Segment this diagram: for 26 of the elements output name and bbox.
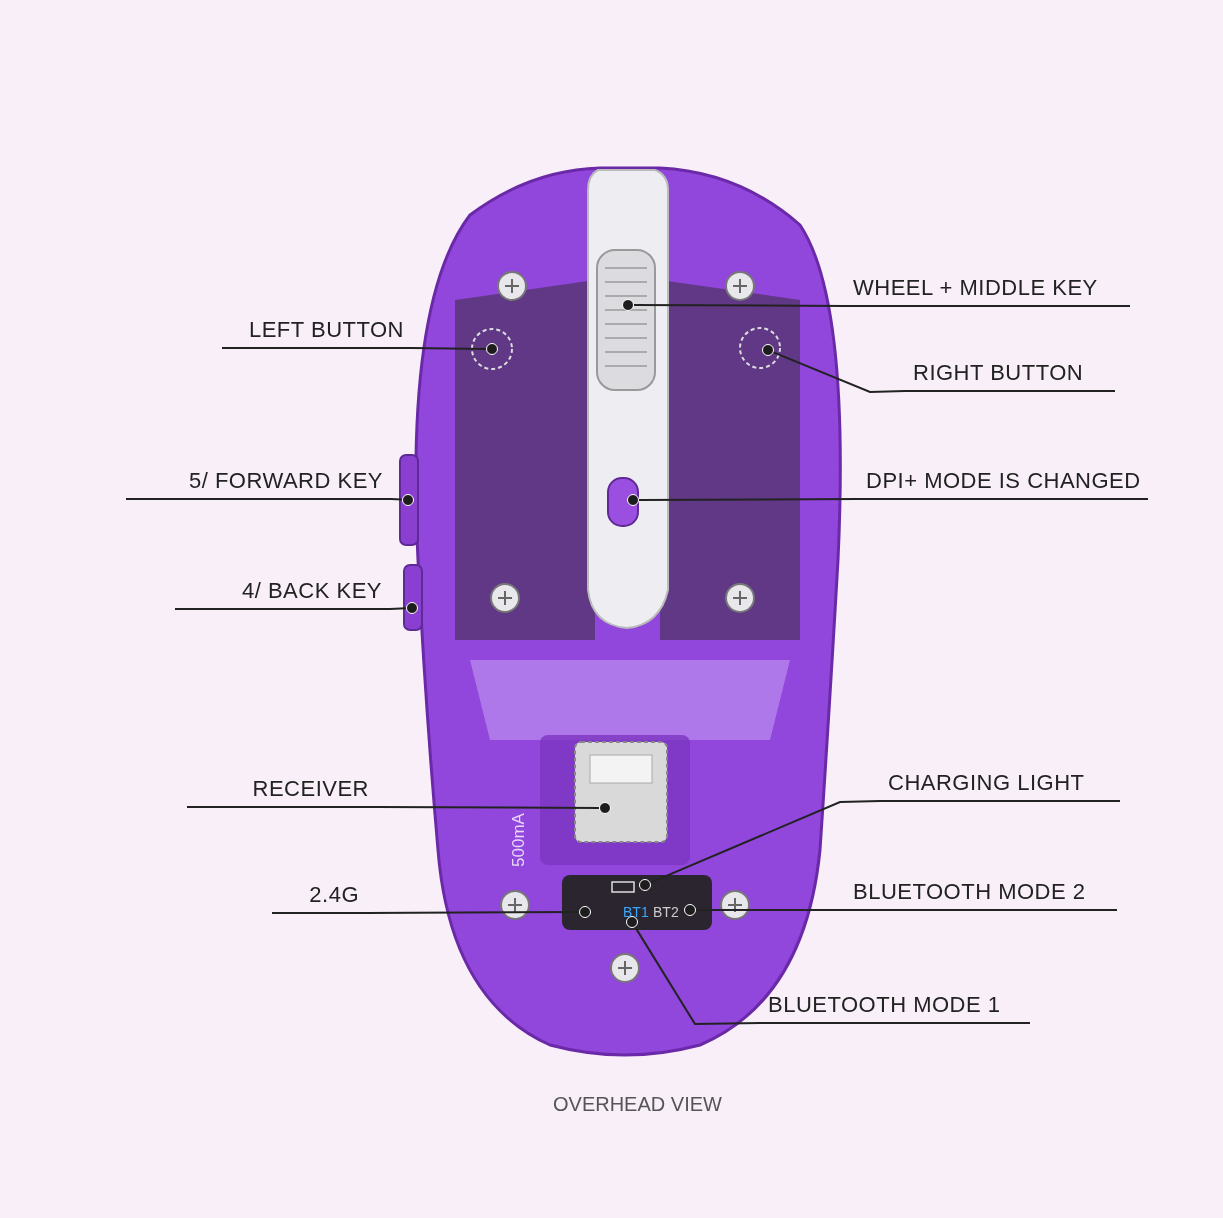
leader-line — [634, 926, 761, 1025]
leader-line — [390, 498, 403, 501]
callout-label: BLUETOOTH MODE 1 — [760, 994, 1030, 1024]
leader-line — [389, 607, 407, 610]
mode-indicator: BT2 — [653, 904, 679, 920]
marker-dot — [626, 916, 638, 928]
printed-marking: 500mA — [508, 813, 529, 867]
caption: OVERHEAD VIEW — [553, 1093, 722, 1116]
callout-label: 2.4G — [272, 884, 367, 914]
callout-label: RIGHT BUTTON — [905, 362, 1115, 392]
callout-label: 5/ FORWARD KEY — [126, 470, 391, 500]
callout-label: RECEIVER — [187, 778, 377, 808]
leader-line — [633, 304, 846, 307]
callout-label: WHEEL + MIDDLE KEY — [845, 277, 1130, 307]
callout-label: DPI+ MODE IS CHANGED — [858, 470, 1148, 500]
callout-label: LEFT BUTTON — [222, 319, 412, 349]
leader-line — [376, 806, 600, 809]
callout-label: BLUETOOTH MODE 2 — [845, 881, 1117, 911]
leader-line — [638, 498, 859, 501]
leader-line — [695, 909, 846, 911]
mode-indicator: BT1 — [623, 904, 649, 920]
leader-line — [366, 911, 580, 914]
leader-line — [649, 800, 881, 884]
callout-label: 4/ BACK KEY — [175, 580, 390, 610]
leader-line — [772, 351, 906, 393]
callout-label: CHARGING LIGHT — [880, 772, 1120, 802]
